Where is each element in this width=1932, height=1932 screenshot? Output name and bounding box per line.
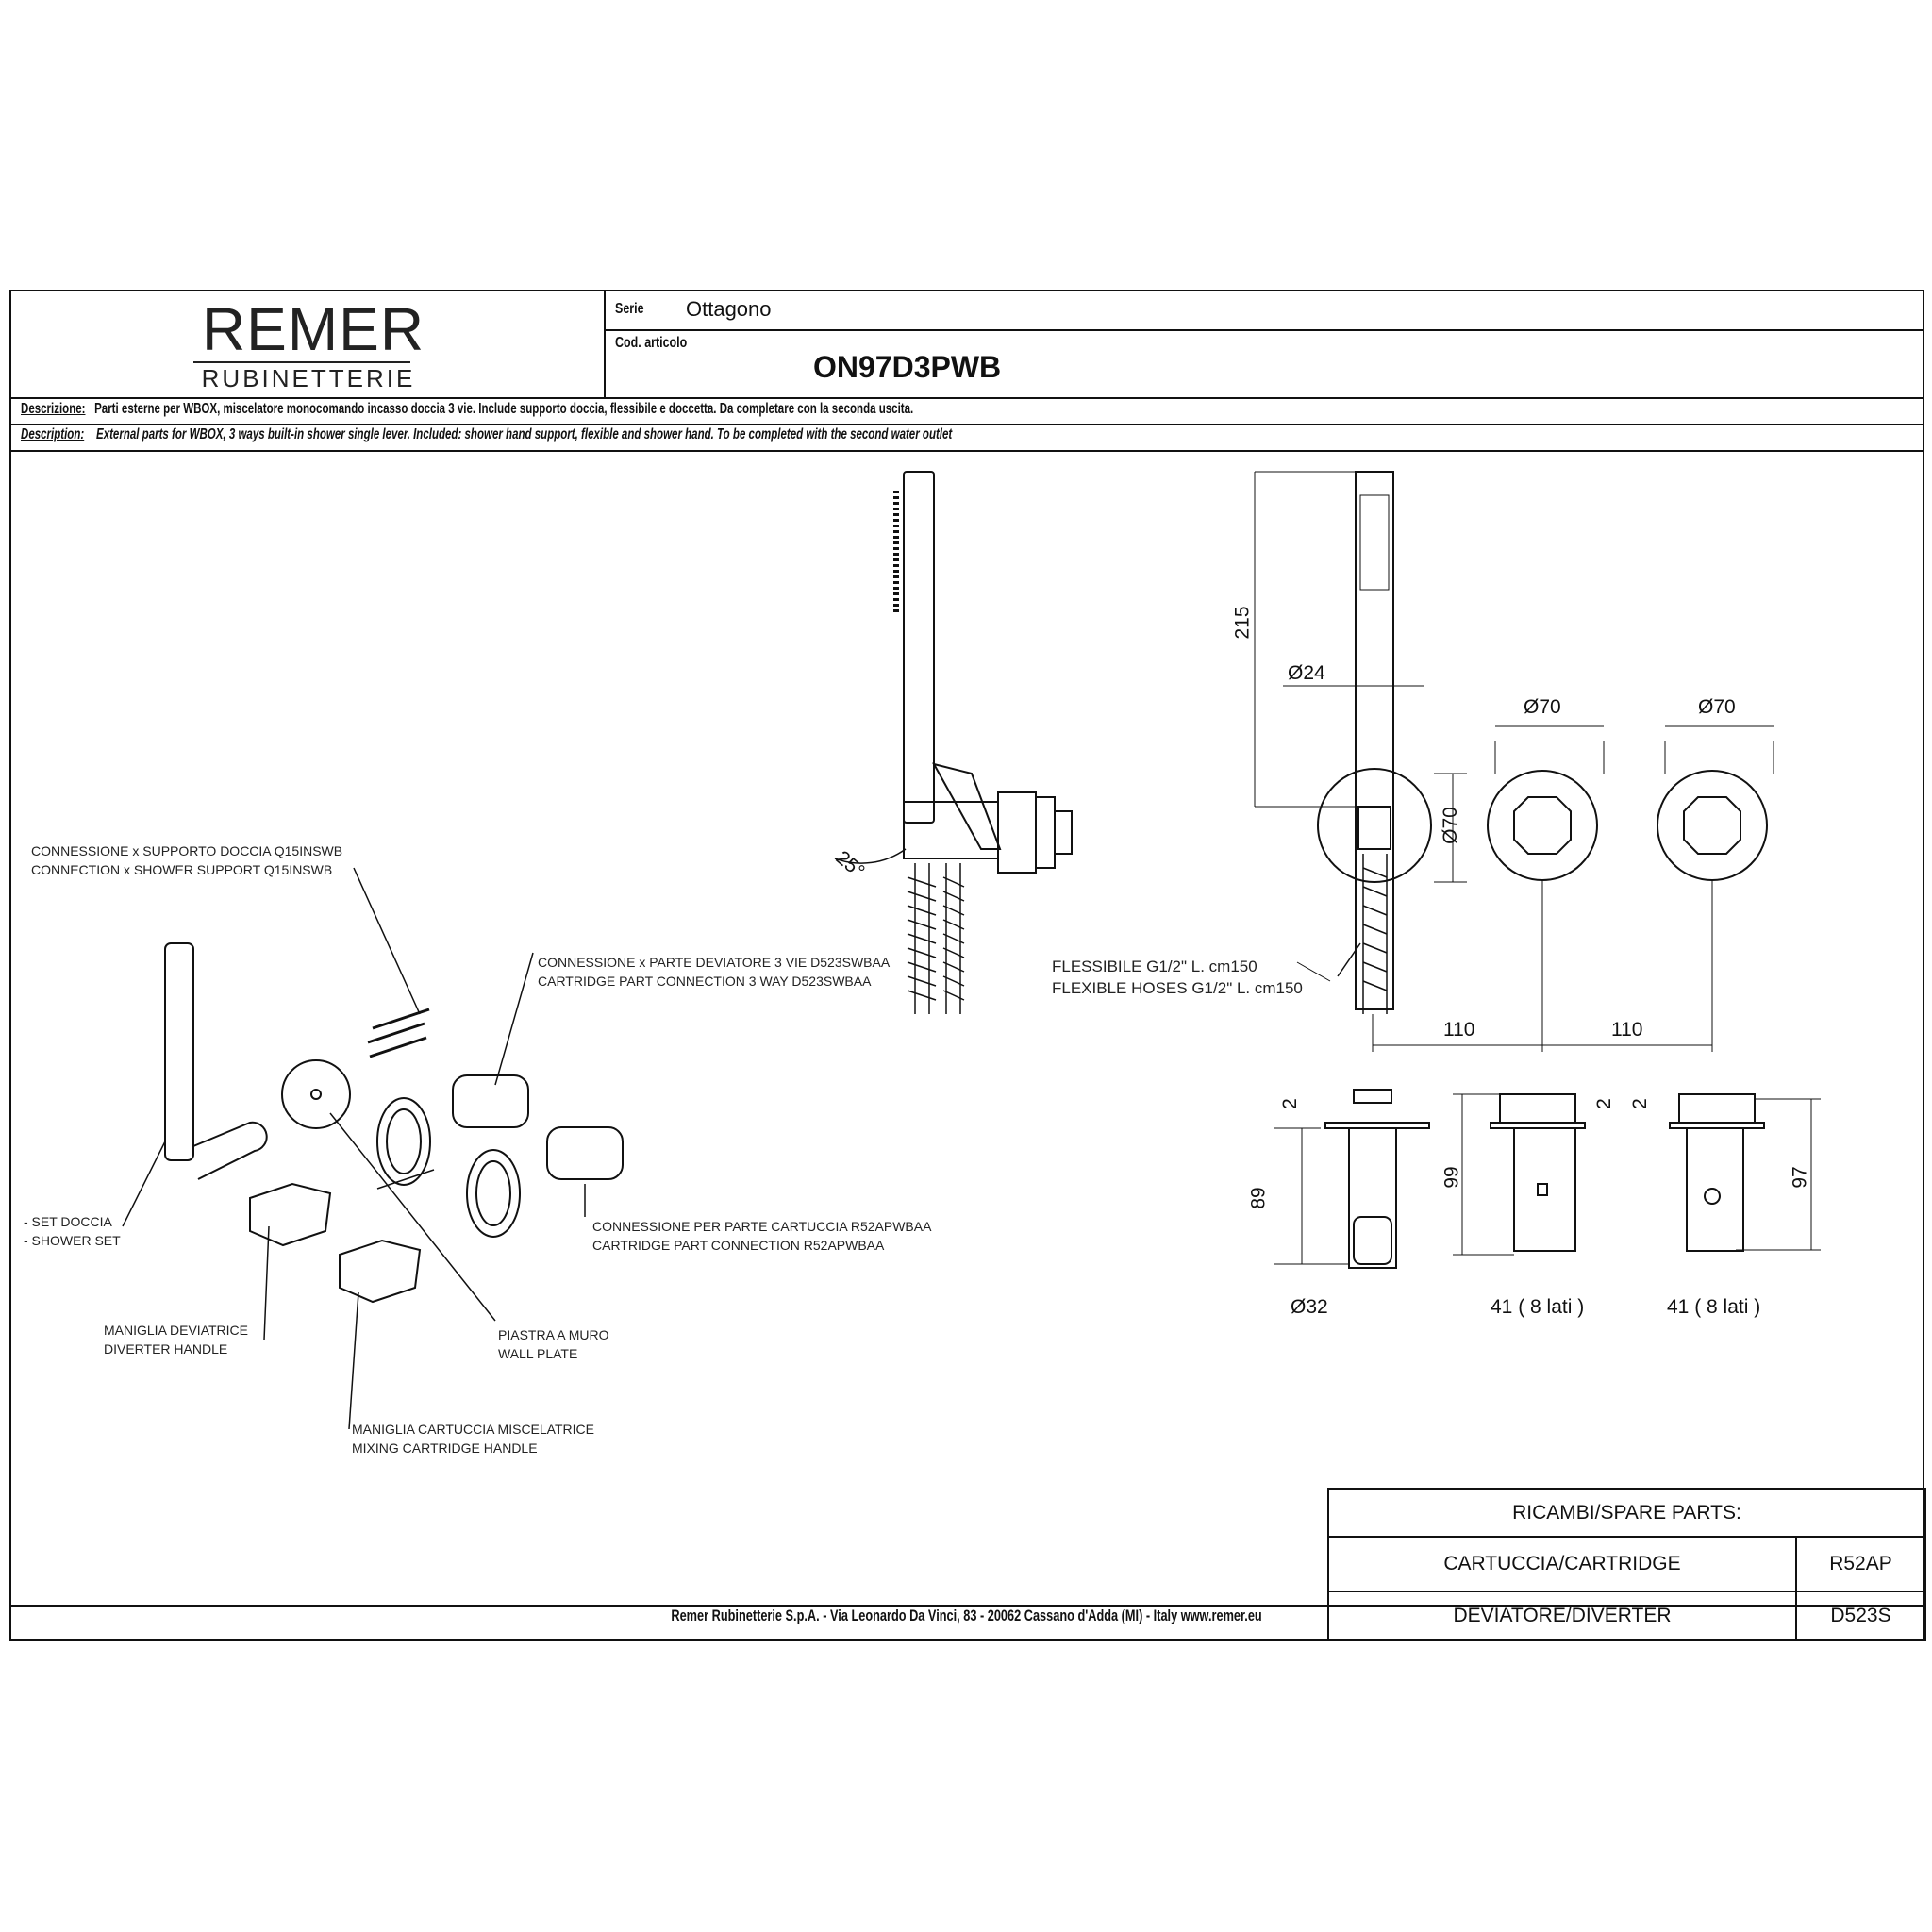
note-diverter-handle: MANIGLIA DEVIATRICE DIVERTER HANDLE — [104, 1323, 248, 1357]
dim-thickness-2-c: 2 — [1628, 1098, 1651, 1109]
dim-spacing-110-b: 110 — [1611, 1019, 1643, 1041]
description-rule — [11, 424, 1923, 425]
serie-rule — [604, 329, 1923, 331]
dim-height-99: 99 — [1441, 1166, 1463, 1189]
dim-width-41-a: 41 ( 8 lati ) — [1491, 1296, 1585, 1318]
drawing-sheet: REMER RUBINETTERIE Serie Ottagono Cod. a… — [9, 290, 1927, 1641]
dim-diameter-70-a: Ø70 — [1524, 696, 1561, 718]
spare-part-name: CARTUCCIA/CARTRIDGE — [1327, 1536, 1797, 1592]
side-section-views — [1274, 1089, 1821, 1269]
note-connection-diverter: CONNESSIONE x PARTE DEVIATORE 3 VIE D523… — [538, 955, 891, 989]
description-en-text: External parts for WBOX, 3 ways built-in… — [96, 426, 953, 442]
dim-width-41-b: 41 ( 8 lati ) — [1667, 1296, 1761, 1318]
handle-front-views — [1372, 725, 1774, 1052]
body-top-rule — [11, 450, 1923, 452]
hand-shower-front-view — [1254, 471, 1467, 1014]
leader-lines — [122, 867, 1361, 1430]
logo-rule — [193, 361, 410, 363]
serie-value: Ottagono — [686, 297, 772, 321]
spare-part-code: R52AP — [1794, 1536, 1927, 1592]
note-connection-support: CONNESSIONE x SUPPORTO DOCCIA Q15INSWB C… — [31, 843, 343, 877]
dim-thickness-2-b: 2 — [1592, 1098, 1615, 1109]
brand-logo: REMER — [201, 295, 425, 363]
spare-parts-table: RICAMBI/SPARE PARTS: CARTUCCIA/CARTRIDGE… — [1327, 1488, 1927, 1641]
footer-rule — [11, 1605, 1923, 1607]
description-en: Description: External parts for WBOX, 3 … — [21, 426, 952, 443]
header-bottom-rule — [11, 397, 1923, 399]
dim-spacing-110-a: 110 — [1443, 1019, 1475, 1041]
serie-label: Serie — [615, 301, 644, 317]
dim-diameter-70-side: Ø70 — [1439, 807, 1461, 844]
exploded-view — [164, 942, 624, 1304]
note-mixing-handle: MANIGLIA CARTUCCIA MISCELATRICE MIXING C… — [352, 1422, 594, 1456]
note-flexible-hoses: FLESSIBILE G1/2" L. cm150 FLEXIBLE HOSES… — [1052, 958, 1303, 997]
dim-height-97: 97 — [1789, 1166, 1811, 1189]
spare-part-code: D523S — [1794, 1591, 1927, 1641]
dim-diameter-32: Ø32 — [1291, 1296, 1328, 1318]
header-divider — [604, 291, 606, 397]
description-en-label: Description: — [21, 426, 85, 442]
note-wall-plate: PIASTRA A MURO WALL PLATE — [498, 1327, 609, 1361]
description-it-text: Parti esterne per WBOX, miscelatore mono… — [94, 401, 914, 417]
dim-thickness-2-a: 2 — [1278, 1098, 1301, 1109]
dim-height-89: 89 — [1247, 1187, 1270, 1209]
description-it-label: Descrizione: — [21, 401, 86, 417]
code-label: Cod. articolo — [615, 335, 688, 351]
note-shower-set: - SET DOCCIA - SHOWER SET — [24, 1214, 121, 1248]
spare-parts-title: RICAMBI/SPARE PARTS: — [1327, 1488, 1926, 1538]
footer-address: Remer Rubinetterie S.p.A. - Via Leonardo… — [671, 1607, 1263, 1624]
dim-height-215: 215 — [1231, 606, 1254, 640]
brand-subtitle: RUBINETTERIE — [201, 364, 416, 392]
note-connection-cartridge: CONNESSIONE PER PARTE CARTUCCIA R52APWBA… — [592, 1219, 932, 1253]
spare-part-name: DEVIATORE/DIVERTER — [1327, 1591, 1797, 1641]
hand-shower-side-view — [834, 471, 1073, 1014]
product-code: ON97D3PWB — [813, 350, 1002, 384]
dim-diameter-24: Ø24 — [1288, 662, 1325, 684]
dim-diameter-70-b: Ø70 — [1698, 696, 1736, 718]
description-it: Descrizione: Parti esterne per WBOX, mis… — [21, 401, 913, 418]
